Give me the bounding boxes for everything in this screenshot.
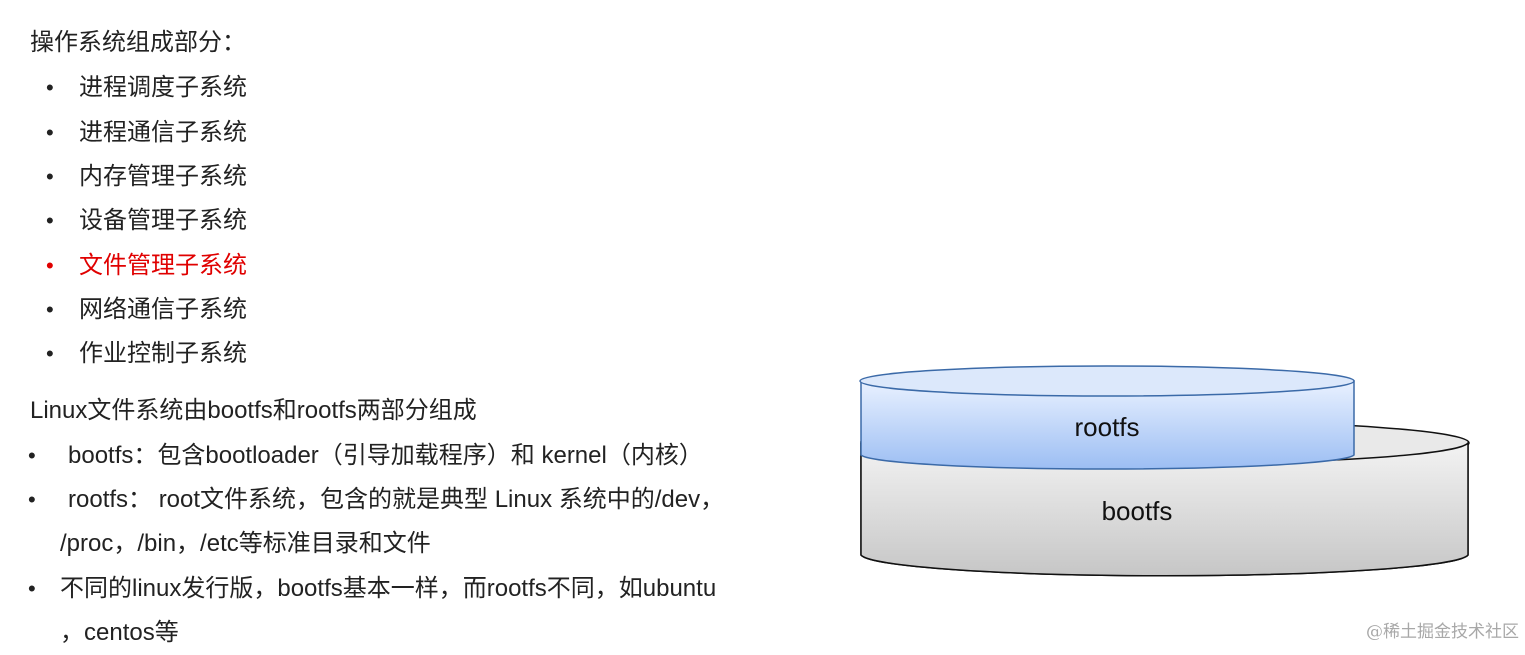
subsystem-item: 进程调度子系统: [79, 74, 247, 101]
subsystem-item: 设备管理子系统: [79, 207, 247, 234]
bullet-icon: •: [46, 341, 54, 366]
rootfs-top-edge: [859, 365, 1355, 397]
fs-point-distros-line1: 不同的linux发行版，bootfs基本一样，而rootfs不同，如ubuntu: [60, 575, 717, 602]
fs-intro: Linux文件系统由bootfs和rootfs两部分组成: [30, 397, 477, 424]
rootfs-body: [860, 380, 1355, 470]
fs-point-bootfs: bootfs：包含bootloader（引导加载程序）和 kernel（内核）: [68, 442, 703, 469]
watermark: @稀土掘金技术社区: [1366, 622, 1519, 642]
subsystem-item: 作业控制子系统: [79, 340, 247, 367]
bullet-icon: •: [46, 297, 54, 322]
bullet-icon: •: [28, 487, 36, 512]
bullet-icon: •: [28, 443, 36, 468]
subsystem-item: 进程通信子系统: [79, 119, 247, 146]
bootfs-label: bootfs: [1102, 496, 1173, 526]
subsystem-item-highlighted: 文件管理子系统: [79, 252, 247, 279]
bullet-icon: •: [46, 164, 54, 189]
bullet-icon: •: [46, 208, 54, 233]
subsystem-item: 网络通信子系统: [79, 296, 247, 323]
bullet-icon: •: [46, 75, 54, 100]
subsystem-item: 内存管理子系统: [79, 163, 247, 190]
fs-point-rootfs-line1: rootfs： root文件系统，包含的就是典型 Linux 系统中的/dev，: [68, 486, 725, 513]
bullet-icon: •: [46, 253, 54, 278]
bullet-icon: •: [28, 576, 36, 601]
filesystem-layer-diagram: bootfs rootfs: [859, 365, 1470, 577]
bullet-icon: •: [46, 120, 54, 145]
section-heading: 操作系统组成部分：: [30, 29, 246, 56]
rootfs-cylinder: rootfs: [859, 365, 1355, 470]
fs-point-rootfs-line2: /proc，/bin，/etc等标准目录和文件: [60, 530, 431, 557]
rootfs-label: rootfs: [1074, 412, 1139, 442]
fs-point-distros-line2: ，centos等: [60, 619, 179, 646]
